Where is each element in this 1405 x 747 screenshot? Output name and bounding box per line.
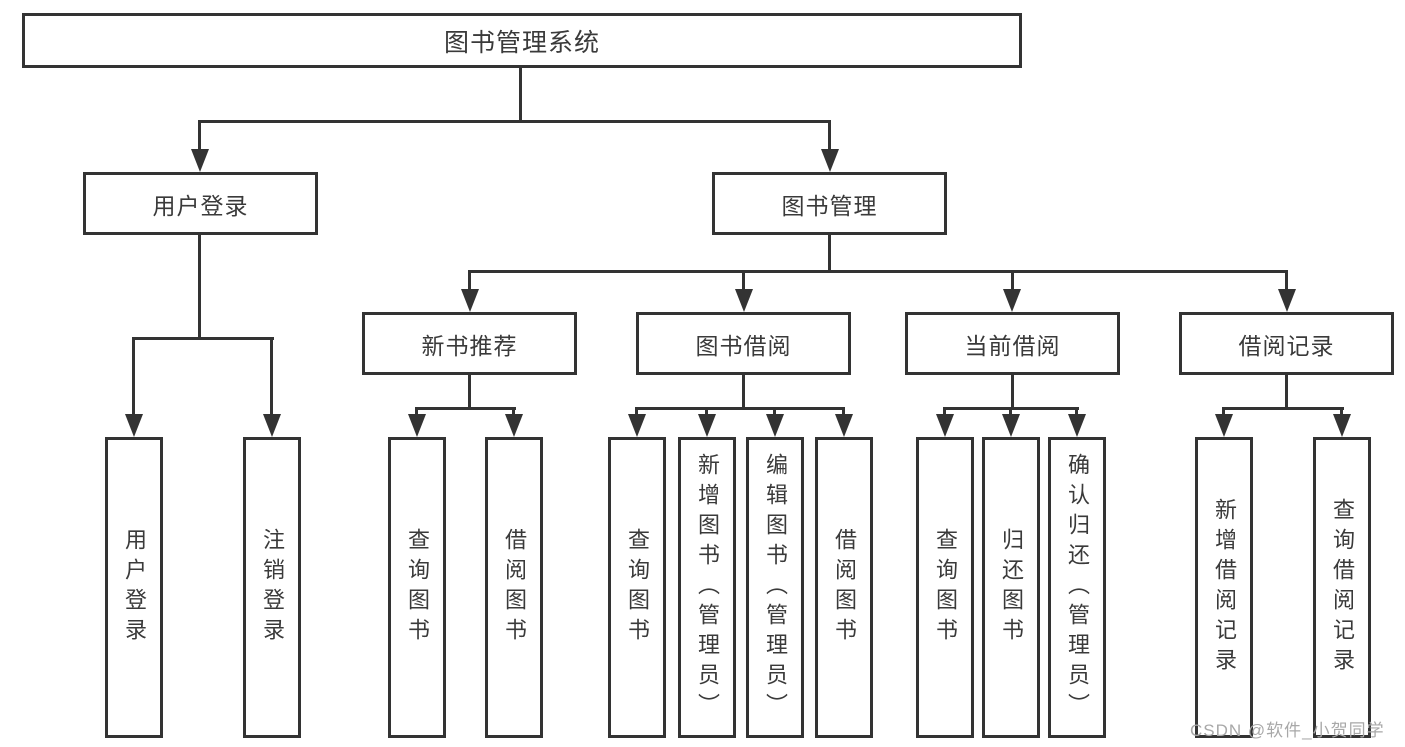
arrow-down-icon — [191, 149, 209, 172]
connector-stub — [198, 120, 201, 150]
connector-stub — [1075, 407, 1078, 415]
arrow-down-icon — [1068, 414, 1086, 437]
leaf-add-borrow-record: 新增借阅记录 — [1195, 437, 1253, 738]
arrow-down-icon — [936, 414, 954, 437]
arrow-down-icon — [628, 414, 646, 437]
leaf-add-book-admin: 新增图书（管理员） — [678, 437, 736, 738]
arrow-down-icon — [408, 414, 426, 437]
leaf-return-book: 归还图书 — [982, 437, 1040, 738]
connector-newbook-trunk — [468, 375, 471, 407]
arrow-down-icon — [125, 414, 143, 437]
leaf-query-borrow-record: 查询借阅记录 — [1313, 437, 1371, 738]
connector-stub — [773, 407, 776, 415]
connector-stub — [828, 120, 831, 150]
node-root: 图书管理系统 — [22, 13, 1022, 68]
connector-record-branch — [1222, 407, 1344, 410]
leaf-user-login: 用户登录 — [105, 437, 163, 738]
connector-stub — [1009, 407, 1012, 415]
arrow-down-icon — [766, 414, 784, 437]
connector-current-trunk — [1011, 375, 1014, 407]
connector-stub — [943, 407, 946, 415]
arrow-down-icon — [821, 149, 839, 172]
leaf-borrow-book-recommend: 借阅图书 — [485, 437, 543, 738]
arrow-down-icon — [735, 289, 753, 312]
connector-stub — [132, 337, 135, 415]
connector-stub — [512, 407, 515, 415]
connector-record-trunk — [1285, 375, 1288, 407]
arrow-down-icon — [835, 414, 853, 437]
connector-borrow-trunk — [742, 375, 745, 407]
arrow-down-icon — [505, 414, 523, 437]
node-new-book-recommend: 新书推荐 — [362, 312, 577, 375]
connector-stub — [742, 270, 745, 290]
node-borrow-record: 借阅记录 — [1179, 312, 1394, 375]
connector-bookmgmt-trunk — [828, 235, 831, 270]
arrow-down-icon — [1002, 414, 1020, 437]
node-user-login: 用户登录 — [83, 172, 318, 235]
leaf-borrow-book: 借阅图书 — [815, 437, 873, 738]
connector-bookmgmt-branch — [468, 270, 1287, 273]
leaf-logout: 注销登录 — [243, 437, 301, 738]
leaf-confirm-return-admin: 确认归还（管理员） — [1048, 437, 1106, 738]
leaf-query-book-current: 查询图书 — [916, 437, 974, 738]
arrow-down-icon — [1278, 289, 1296, 312]
node-book-borrow: 图书借阅 — [636, 312, 851, 375]
leaf-query-book-borrow: 查询图书 — [608, 437, 666, 738]
connector-stub — [1222, 407, 1225, 415]
connector-borrow-branch — [635, 407, 845, 410]
arrow-down-icon — [1333, 414, 1351, 437]
connector-stub — [1285, 270, 1288, 290]
connector-stub — [468, 270, 471, 290]
arrow-down-icon — [698, 414, 716, 437]
arrow-down-icon — [461, 289, 479, 312]
leaf-edit-book-admin: 编辑图书（管理员） — [746, 437, 804, 738]
connector-stub — [270, 337, 273, 415]
connector-stub — [842, 407, 845, 415]
connector-stub — [1340, 407, 1343, 415]
node-current-borrow: 当前借阅 — [905, 312, 1120, 375]
watermark: CSDN @软件_小贺同学 — [1190, 721, 1385, 740]
connector-stub — [635, 407, 638, 415]
connector-stub — [415, 407, 418, 415]
arrow-down-icon — [1215, 414, 1233, 437]
leaf-query-book-recommend: 查询图书 — [388, 437, 446, 738]
connector-stub — [705, 407, 708, 415]
connector-newbook-branch — [415, 407, 516, 410]
connector-root-trunk — [519, 68, 522, 120]
arrow-down-icon — [263, 414, 281, 437]
connector-userlogin-trunk — [198, 235, 201, 337]
connector-root-branch — [198, 120, 831, 123]
arrow-down-icon — [1003, 289, 1021, 312]
node-book-management: 图书管理 — [712, 172, 947, 235]
connector-stub — [1011, 270, 1014, 290]
connector-userlogin-branch — [132, 337, 274, 340]
